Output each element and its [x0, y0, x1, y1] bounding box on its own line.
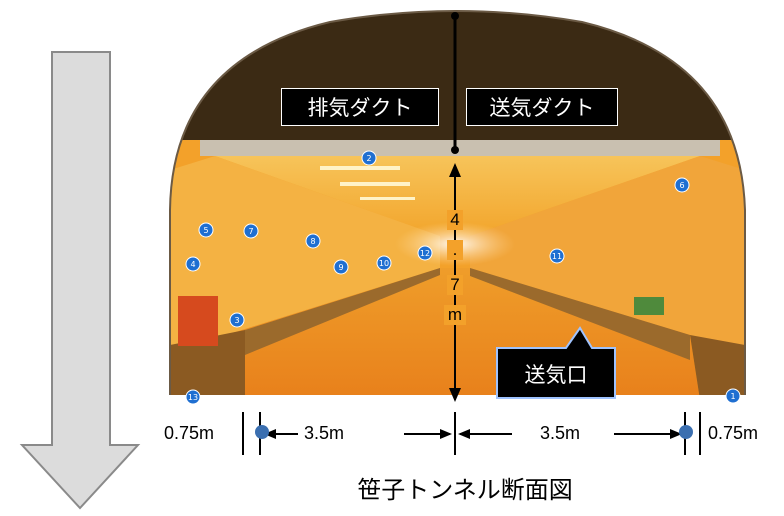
svg-text:1: 1: [730, 392, 735, 401]
svg-text:9: 9: [338, 263, 343, 272]
right-lane-width: 3.5m: [540, 423, 581, 443]
svg-text:2: 2: [366, 154, 371, 163]
equipment-marker-13: 13: [185, 389, 201, 405]
equipment-marker-9: 9: [333, 259, 349, 275]
equipment-marker-11: 11: [549, 248, 565, 264]
equipment-marker-7: 7: [243, 223, 259, 239]
equipment-marker-5: 5: [198, 222, 214, 238]
equipment-marker-2: 2: [361, 150, 377, 166]
equipment-marker-1: 1: [725, 388, 741, 404]
left-shoulder-width: 0.75m: [164, 423, 215, 443]
svg-text:5: 5: [203, 226, 208, 235]
diagram-title: 笹子トンネル断面図: [357, 476, 573, 504]
svg-text:6: 6: [679, 181, 684, 190]
equipment-marker-6: 6: [674, 177, 690, 193]
svg-text:7: 7: [248, 227, 253, 236]
height-decimal-point: .: [447, 240, 463, 260]
supply-port-label: 送気口: [524, 363, 588, 387]
left-lane-dimension: [264, 429, 452, 439]
equipment-marker-4: 4: [185, 256, 201, 272]
equipment-marker-8: 8: [305, 233, 321, 249]
svg-text:3: 3: [234, 316, 239, 325]
height-digit-4: 4: [447, 210, 463, 230]
left-lane-width: 3.5m: [304, 423, 345, 443]
right-lane-dimension: [458, 429, 682, 439]
svg-text:10: 10: [379, 259, 389, 268]
svg-text:4: 4: [190, 260, 195, 269]
height-digit-7: 7: [447, 275, 463, 295]
svg-text:13: 13: [188, 393, 198, 402]
exhaust-duct-label: 排気ダクト: [281, 88, 439, 126]
equipment-marker-12: 12: [417, 245, 433, 261]
right-shoulder-width: 0.75m: [708, 423, 759, 443]
down-arrow-icon: [19, 51, 141, 510]
equipment-marker-3: 3: [229, 312, 245, 328]
supply-port-callout-shape: [496, 326, 616, 399]
svg-text:12: 12: [420, 249, 430, 258]
svg-text:11: 11: [552, 252, 562, 261]
equipment-marker-10: 10: [376, 255, 392, 271]
height-unit: m: [444, 305, 466, 325]
supply-duct-label: 送気ダクト: [466, 88, 618, 126]
svg-text:8: 8: [310, 237, 315, 246]
